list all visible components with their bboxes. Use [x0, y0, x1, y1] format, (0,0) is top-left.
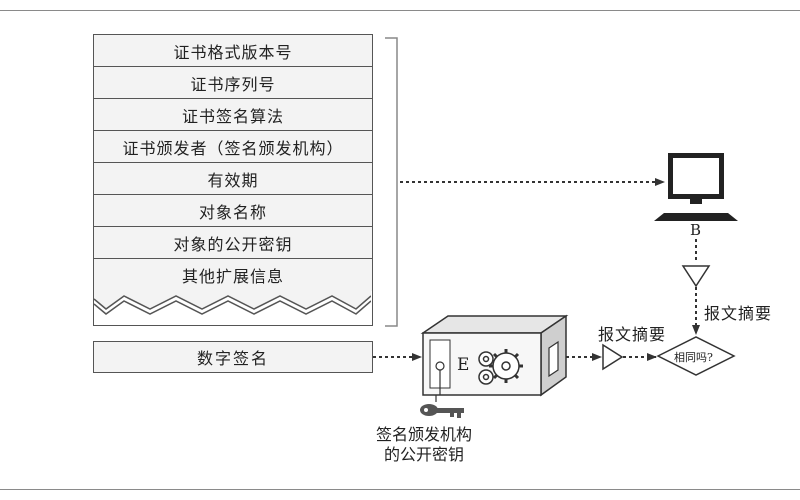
right-digest-label: 报文摘要: [704, 304, 773, 323]
cert-field-subject-public-key: 对象的公开密钥: [94, 227, 372, 259]
right-digest-triangle-icon: [681, 265, 711, 288]
compare-diamond: [656, 336, 736, 376]
certificate-bracket: [385, 37, 398, 327]
key-caption-line1: 签名颁发机构: [376, 425, 473, 444]
gear-icon-large: [489, 349, 523, 383]
cert-field-serial-number: 证书序列号: [94, 67, 372, 99]
torn-edge: [93, 291, 372, 325]
key-caption: 签名颁发机构 的公开密钥: [376, 425, 472, 465]
top-rule: [0, 10, 800, 11]
key-caption-line2: 的公开密钥: [384, 445, 465, 464]
left-digest-triangle-icon: [602, 343, 624, 371]
gear-icon-small: [478, 351, 494, 385]
cert-field-validity: 有效期: [94, 163, 372, 195]
bottom-rule: [0, 489, 800, 490]
cert-field-issuer: 证书颁发者（签名颁发机构）: [94, 131, 372, 163]
cert-field-version: 证书格式版本号: [94, 35, 372, 67]
keyhole-icon: [435, 361, 445, 395]
cert-field-extensions: 其他扩展信息: [94, 259, 372, 291]
key-icon: [420, 395, 464, 418]
cert-field-subject-name: 对象名称: [94, 195, 372, 227]
digital-signature-box: 数字签名: [93, 341, 373, 373]
compare-label: 相同吗?: [674, 351, 713, 364]
cert-field-signature-algorithm: 证书签名算法: [94, 99, 372, 131]
computer-label: B: [690, 221, 703, 239]
computer-icon: [654, 153, 738, 221]
certificate-structure: 证书格式版本号 证书序列号 证书签名算法 证书颁发者（签名颁发机构） 有效期 对…: [93, 34, 373, 326]
left-digest-label: 报文摘要: [598, 325, 667, 344]
device-label: E: [457, 355, 471, 375]
